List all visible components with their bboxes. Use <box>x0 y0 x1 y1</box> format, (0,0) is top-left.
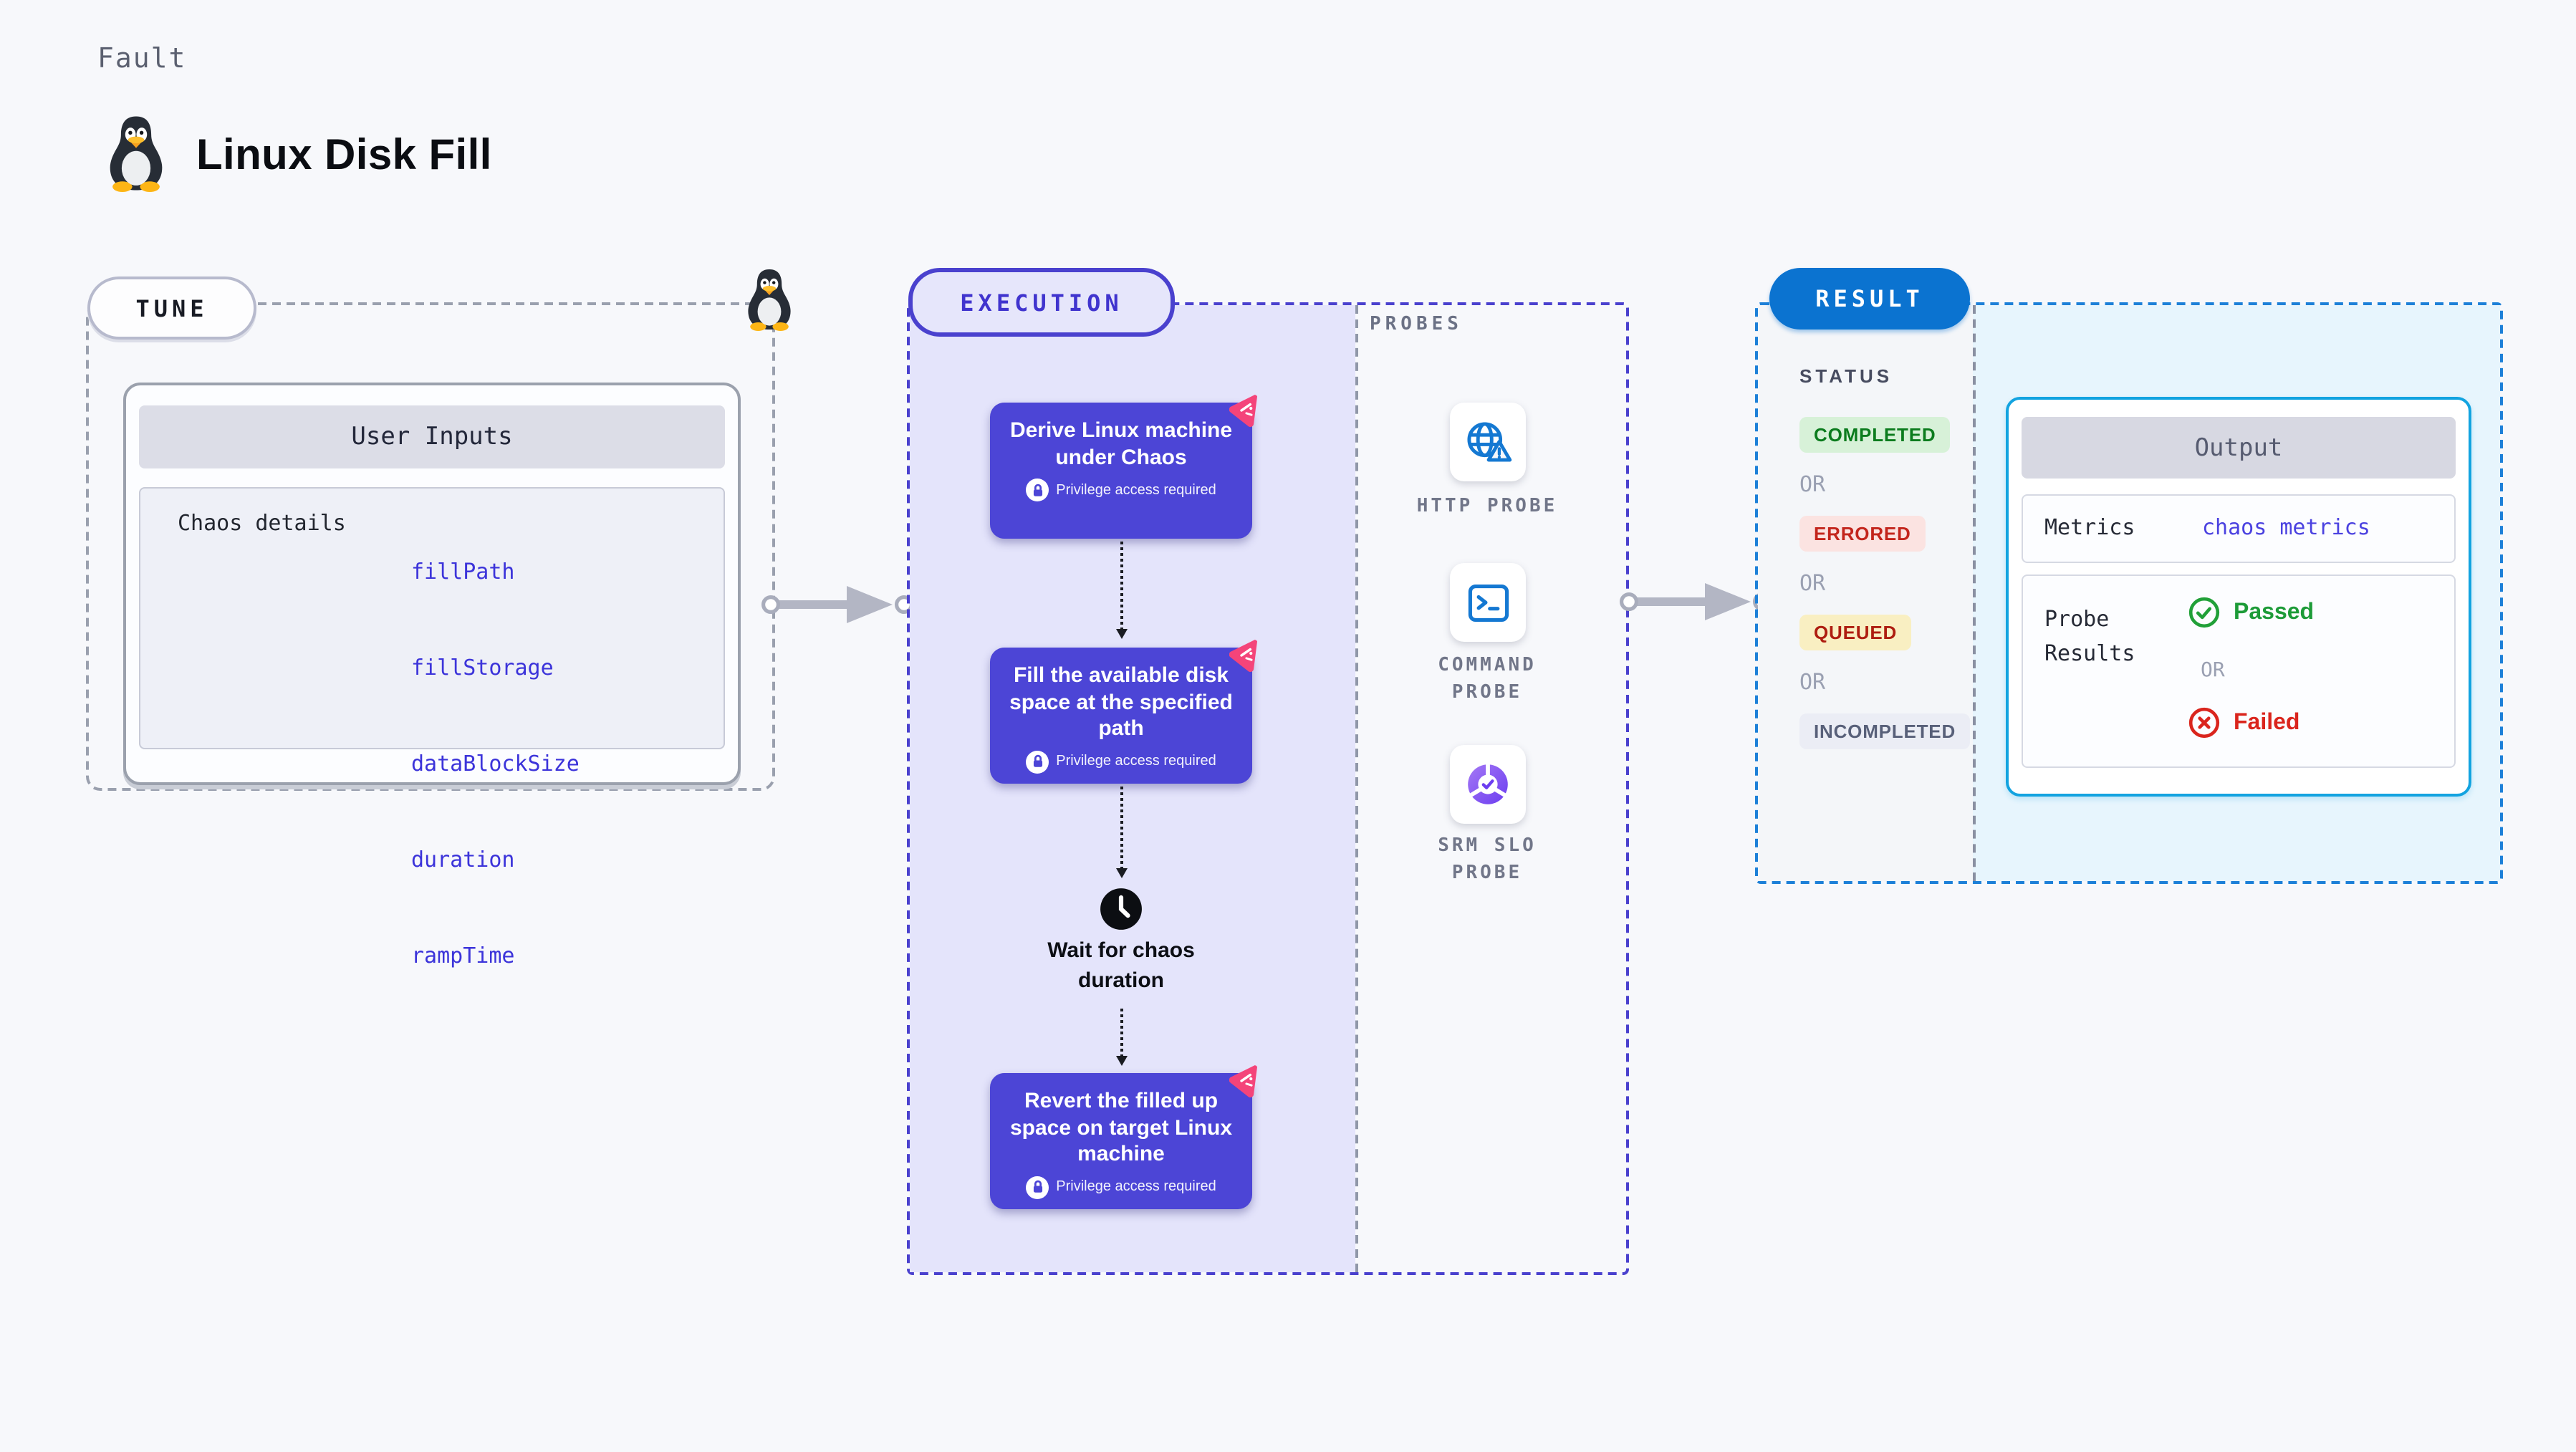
input-duration[interactable]: duration <box>411 846 515 872</box>
user-inputs-card: User Inputs Chaos details fillPath fillS… <box>123 383 741 968</box>
fault-kicker: Fault <box>97 43 187 74</box>
globe-warning-icon <box>1467 422 1512 462</box>
step-revert-space[interactable]: Revert the filled up space on target Lin… <box>990 1065 1258 1209</box>
srm-slo-probe-card[interactable] <box>1450 745 1526 824</box>
status-header: STATUS <box>1799 365 1893 387</box>
or-label: OR <box>1799 669 1826 695</box>
output-card: Output Metrics chaos metrics Probe Resul… <box>2006 397 2471 797</box>
privilege-note: Privilege access required <box>990 479 1252 501</box>
metrics-label: Metrics <box>2044 514 2135 540</box>
chaos-fault-icon <box>1229 1065 1258 1097</box>
probe-results-label: Probe Results <box>2044 606 2135 666</box>
command-probe-label: COMMAND PROBE <box>1438 655 1537 703</box>
tux-penguin-icon <box>110 116 163 192</box>
wait-duration-label: Wait for chaos duration <box>1047 938 1195 993</box>
chaos-metrics-link[interactable]: chaos metrics <box>2202 514 2370 540</box>
srm-slo-probe-label: SRM SLO PROBE <box>1438 835 1537 884</box>
status-badge-incompleted: INCOMPLETED <box>1799 713 1971 749</box>
tune-section <box>86 302 775 791</box>
privilege-note: Privilege access required <box>990 750 1252 773</box>
privilege-note-text: Privilege access required <box>1056 754 1216 769</box>
chaos-details-label: Chaos details <box>178 510 346 536</box>
status-badge-queued: QUEUED <box>1799 615 1912 650</box>
flow-connector-2 <box>1116 787 1128 878</box>
tune-to-execution-arrow <box>761 586 914 623</box>
lock-icon <box>1026 750 1049 773</box>
input-datablocksize[interactable]: dataBlockSize <box>411 750 580 776</box>
probe-results-row: Probe Results Passed OR Failed <box>2022 574 2456 768</box>
step-title: Fill the available disk space at the spe… <box>1009 663 1233 741</box>
status-column <box>1758 305 1973 881</box>
slo-donut-icon <box>1468 764 1508 804</box>
chaos-fault-icon <box>1229 640 1258 672</box>
input-ramptime[interactable]: rampTime <box>411 942 515 968</box>
result-badge: RESULT <box>1769 268 1970 330</box>
output-header: Output <box>2022 417 2456 479</box>
or-label: OR <box>1799 471 1826 497</box>
check-circle-icon <box>2188 597 2220 628</box>
step-title: Revert the filled up space on target Lin… <box>1009 1089 1233 1166</box>
probe-result-passed: Passed <box>2188 596 2314 629</box>
flow-connector-3 <box>1116 1009 1128 1066</box>
terminal-icon <box>1467 583 1509 622</box>
command-probe-card[interactable] <box>1450 563 1526 642</box>
result-divider <box>1973 305 1976 881</box>
tune-badge: TUNE <box>87 277 256 340</box>
clock-icon <box>1100 888 1142 930</box>
http-probe-card[interactable] <box>1450 403 1526 481</box>
chaos-fault-icon <box>1229 395 1258 427</box>
status-badge-list: COMPLETED OR ERRORED OR QUEUED OR INCOMP… <box>1799 417 1971 749</box>
lock-icon <box>1026 479 1049 501</box>
step-title: Derive Linux machine under Chaos <box>1009 418 1233 469</box>
or-label: OR <box>2201 659 2225 682</box>
status-badge-completed: COMPLETED <box>1799 417 1951 453</box>
input-fillpath[interactable]: fillPath <box>411 558 515 584</box>
x-circle-icon <box>2188 707 2220 739</box>
execution-badge: EXECUTION <box>908 268 1175 337</box>
metrics-row: Metrics chaos metrics <box>2022 494 2456 563</box>
execution-to-result-arrow <box>1620 583 1772 620</box>
http-probe-label: HTTP PROBE <box>1416 496 1558 517</box>
step-derive-machine[interactable]: Derive Linux machine under Chaos Privile… <box>990 395 1258 539</box>
chaos-details-values: fillPath fillStorage dataBlockSize durat… <box>411 500 580 1028</box>
passed-label: Passed <box>2234 600 2315 624</box>
execution-probes-divider <box>1355 305 1358 1272</box>
or-label: OR <box>1799 570 1826 596</box>
tux-penguin-small-icon <box>748 269 791 331</box>
user-inputs-header: User Inputs <box>139 405 725 468</box>
failed-label: Failed <box>2234 710 2300 734</box>
privilege-note-text: Privilege access required <box>1056 1179 1216 1195</box>
privilege-note: Privilege access required <box>990 1175 1252 1198</box>
probes-header: PROBES <box>1370 314 1463 335</box>
lock-icon <box>1026 1175 1049 1198</box>
probe-result-failed: Failed <box>2188 706 2299 739</box>
status-badge-errored: ERRORED <box>1799 516 1926 552</box>
input-fillstorage[interactable]: fillStorage <box>411 654 554 680</box>
step-fill-disk[interactable]: Fill the available disk space at the spe… <box>990 640 1258 784</box>
chaos-details-box: Chaos details fillPath fillStorage dataB… <box>139 487 725 968</box>
privilege-note-text: Privilege access required <box>1056 482 1216 498</box>
page-title: Linux Disk Fill <box>196 132 492 179</box>
flow-connector-1 <box>1116 542 1128 639</box>
